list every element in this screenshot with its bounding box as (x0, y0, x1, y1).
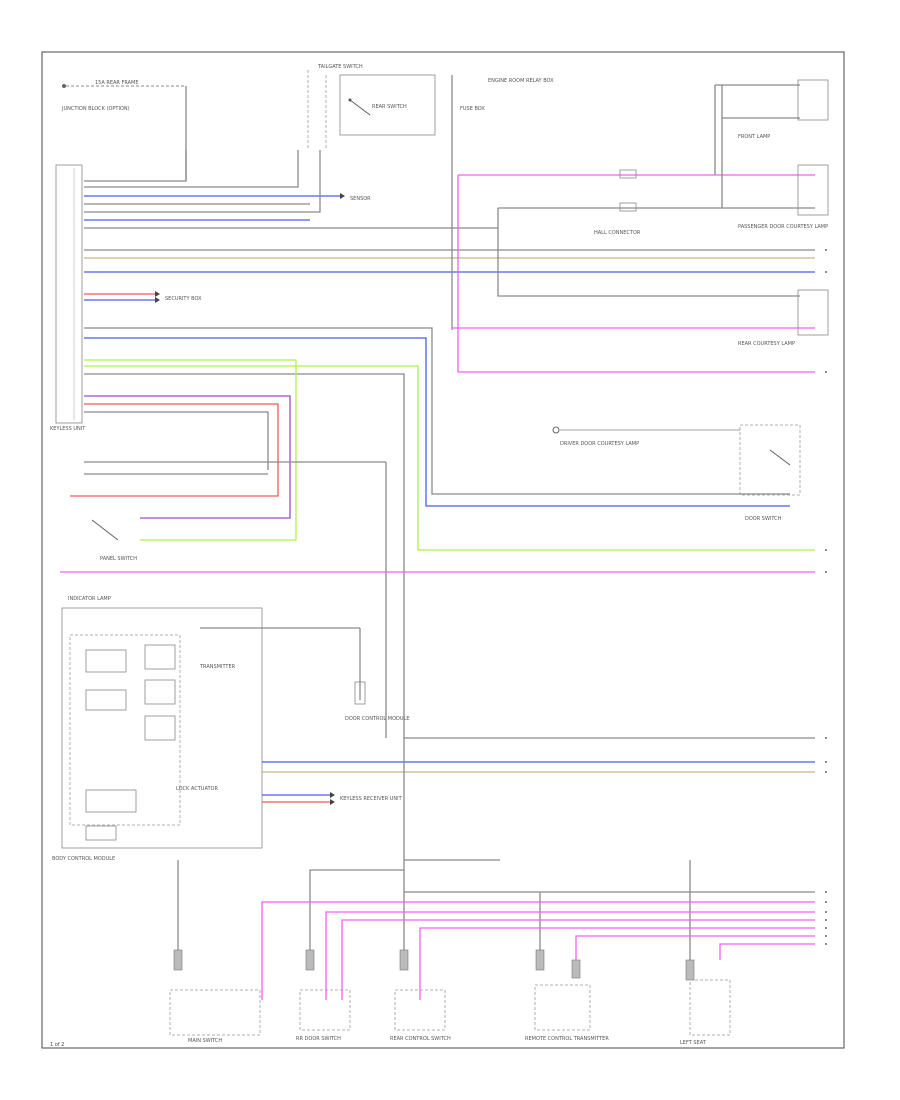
top-fuse-label: 15A REAR FRAME (95, 80, 139, 86)
rear-switch-label: REAR SWITCH (372, 104, 407, 110)
bcm-output-wires: KEYLESS RECEIVER UNIT (262, 761, 815, 805)
mid-left-wires: PANEL SWITCH (60, 461, 815, 738)
rear-lamp-label: REAR COURTESY LAMP (738, 341, 795, 347)
terminal-marks (825, 249, 827, 945)
engine-box-label: ENGINE ROOM RELAY BOX (488, 78, 554, 84)
keyless-receiver-label: KEYLESS RECEIVER UNIT (340, 796, 403, 802)
fuse-box-label: FUSE BOX (460, 106, 485, 112)
remote-control-label: REMOTE CONTROL TRANSMITTER (525, 1036, 609, 1042)
inline-fuses (619, 169, 637, 212)
lock-actuator-label: LOCK ACTUATOR (176, 786, 218, 792)
main-connector (55, 164, 83, 424)
security-box-label: SECURITY BOX (165, 296, 202, 302)
door-control-label: DOOR CONTROL MODULE (345, 716, 410, 722)
driver-lamp-label: DRIVER DOOR COURTESY LAMP (560, 441, 639, 447)
rear-control-label: REAR CONTROL SWITCH (390, 1036, 451, 1042)
diagram-frame (41, 51, 845, 1049)
connector-arrows (155, 193, 345, 303)
panel-switch-label: PANEL SWITCH (100, 556, 137, 562)
body-control-module: BODY CONTROL MODULE INDICATOR LAMP TRANS… (52, 596, 410, 862)
connector-wires (84, 150, 815, 739)
front-lamp-box (797, 79, 829, 121)
hall-connector-label: HALL CONNECTOR (594, 230, 641, 236)
left-seat-label: LEFT SEAT (680, 1040, 707, 1046)
rr-door-label: RR DOOR SWITCH (296, 1036, 341, 1042)
door-switch-label: DOOR SWITCH (745, 516, 782, 522)
bottom-components: MAIN SWITCH RR DOOR SWITCH REAR CONTROL … (169, 949, 731, 1046)
transmitter-label: TRANSMITTER (199, 664, 236, 670)
keyless-unit-label: KEYLESS UNIT (50, 426, 86, 432)
main-switch-label: MAIN SWITCH (188, 1038, 222, 1044)
front-lamp-label: FRONT LAMP (738, 134, 770, 140)
tailgate-switch-group: TAILGATE SWITCH REAR SWITCH (307, 64, 436, 150)
engine-box-group: ENGINE ROOM RELAY BOX FUSE BOX (451, 75, 815, 373)
tailgate-switch-label: TAILGATE SWITCH (317, 64, 363, 70)
passenger-lamp-label: PASSENGER DOOR COURTESY LAMP (738, 224, 828, 230)
lamp-boxes: FRONT LAMP PASSENGER DOOR COURTESY LAMP … (594, 79, 829, 347)
page-marker: 1 of 2 (50, 1042, 64, 1048)
passenger-lamp-box (797, 164, 829, 216)
driver-lamp-group: DRIVER DOOR COURTESY LAMP DOOR SWITCH (552, 424, 801, 522)
body-control-label: BODY CONTROL MODULE (52, 856, 115, 862)
indicator-lamp-label: INDICATOR LAMP (68, 596, 111, 602)
sensor-label: SENSOR (350, 196, 371, 202)
bottom-wires (177, 738, 815, 1000)
top-fuse-sublabel: JUNCTION BLOCK (OPTION) (61, 106, 130, 112)
rear-lamp-box (797, 289, 829, 336)
